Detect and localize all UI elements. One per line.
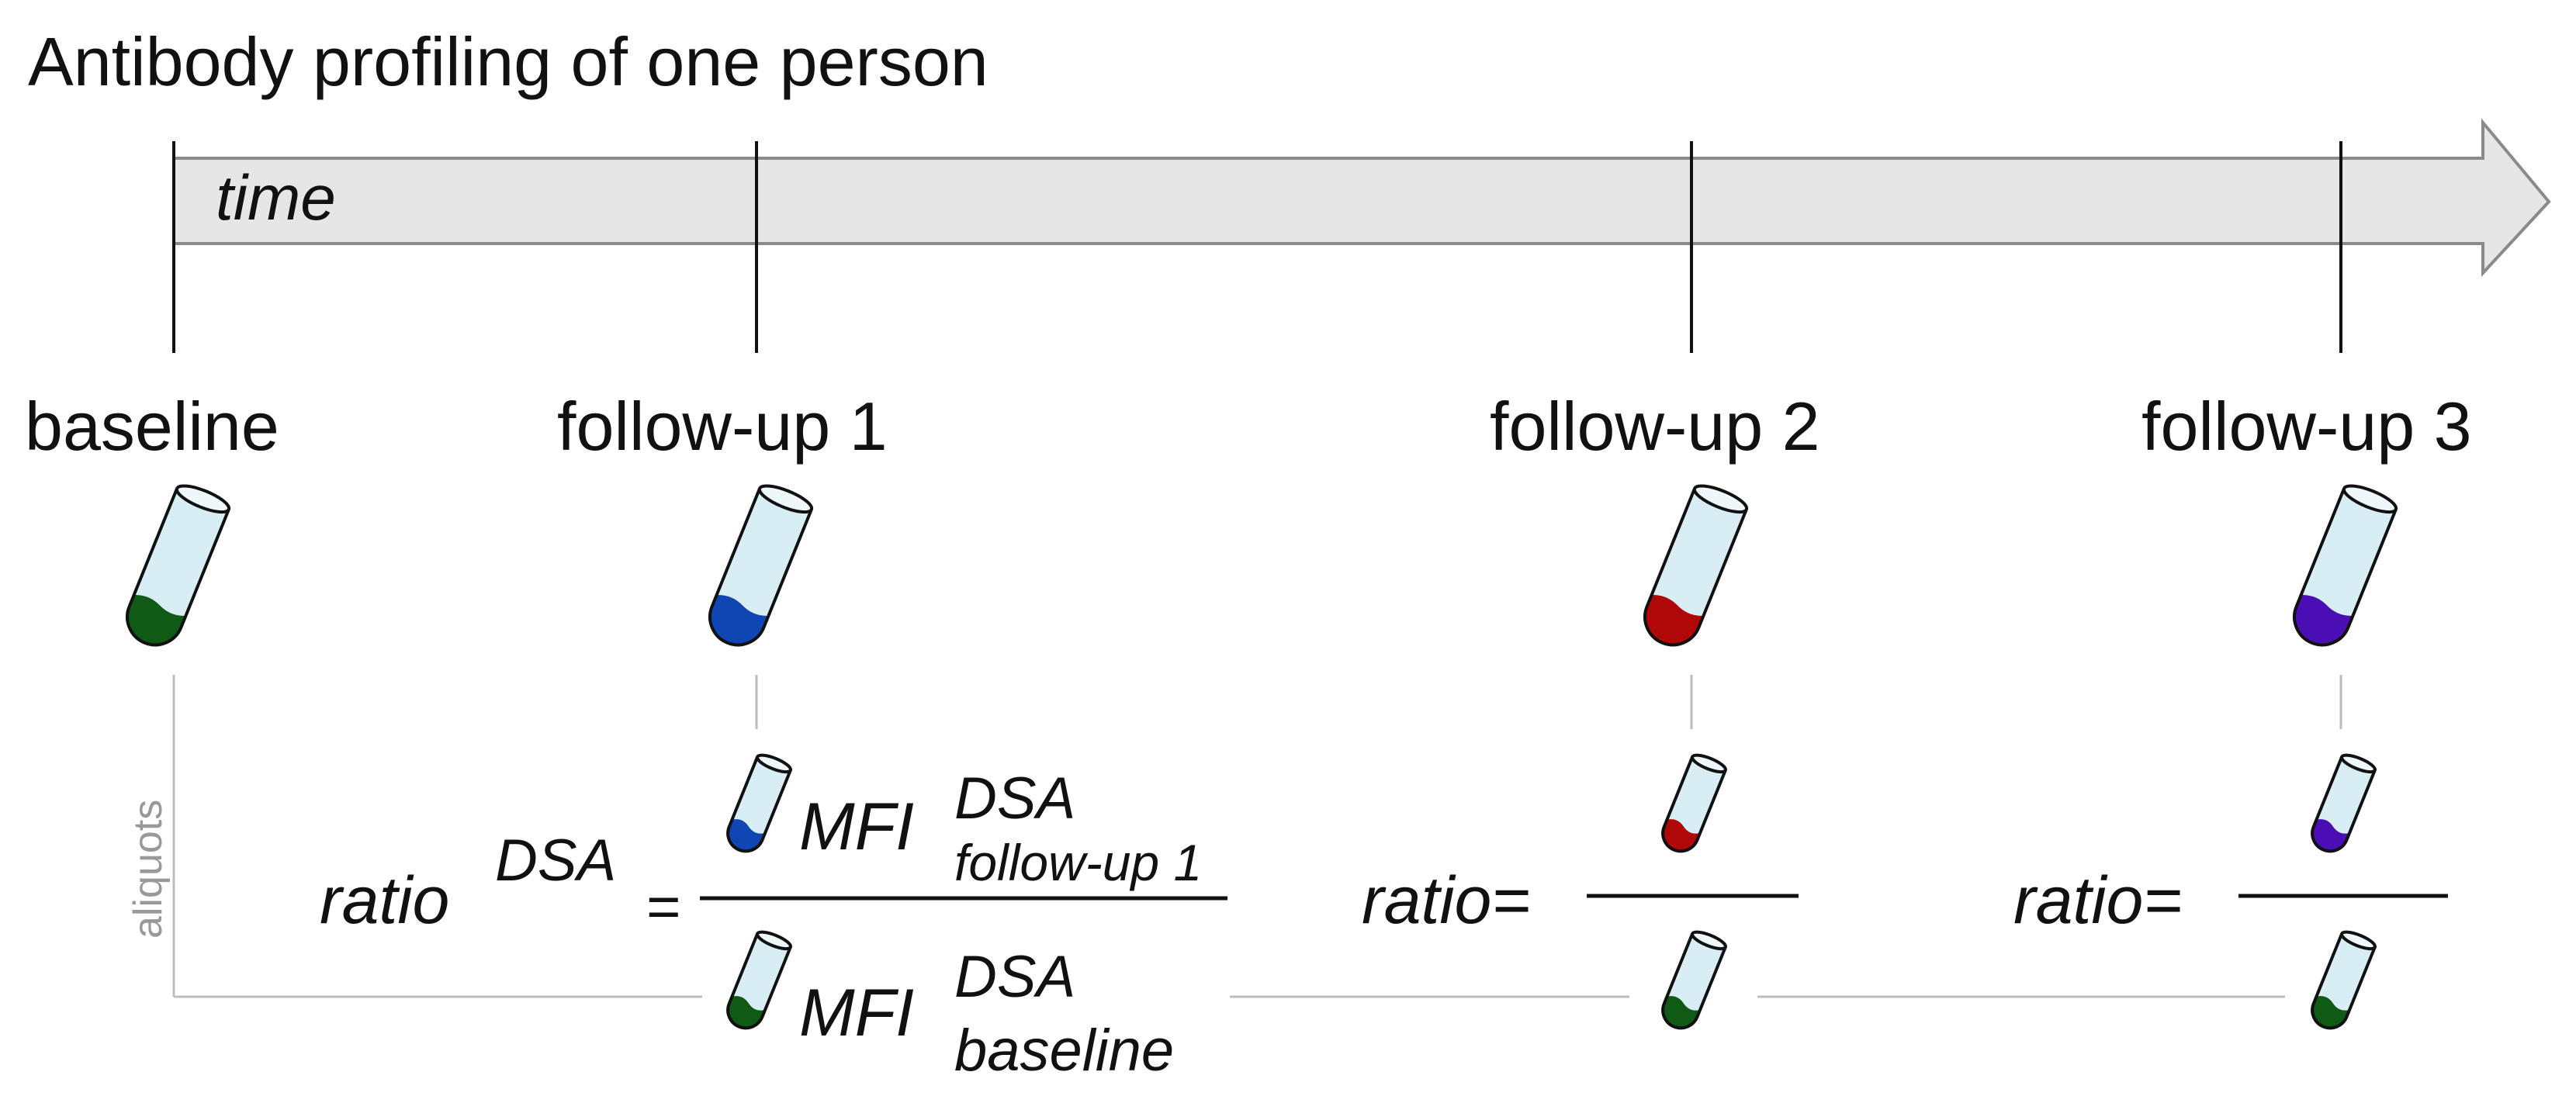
tube-follow-up-3 bbox=[2293, 484, 2398, 647]
aliquot-tube-baseline-2 bbox=[1661, 930, 1727, 1030]
ratio-equals-follow-up-3: ratio= bbox=[2013, 863, 2183, 938]
numerator-subscript: follow-up 1 bbox=[954, 834, 1202, 891]
aliquot-tube-baseline-1 bbox=[726, 930, 792, 1030]
aliquot-tube-baseline-3 bbox=[2311, 930, 2377, 1030]
diagram-title: Antibody profiling of one person bbox=[28, 23, 989, 100]
ratio-text: ratio bbox=[320, 863, 449, 938]
tube-baseline bbox=[126, 484, 231, 647]
numerator-mfi: MFI bbox=[799, 790, 914, 864]
tubes bbox=[126, 484, 2398, 1030]
time-arrow bbox=[172, 118, 2551, 278]
denominator-mfi: MFI bbox=[799, 976, 914, 1050]
tube-follow-up-2 bbox=[1643, 484, 1749, 647]
tube-follow-up-1 bbox=[708, 484, 814, 647]
aliquot-guides bbox=[172, 675, 2342, 998]
aliquot-tube-follow-up-3 bbox=[2311, 753, 2377, 853]
denominator-superscript: DSA bbox=[954, 944, 1075, 1010]
numerator-superscript: DSA bbox=[954, 766, 1075, 832]
equals-sign: = bbox=[646, 874, 680, 940]
aliquot-tube-follow-up-2 bbox=[1661, 753, 1727, 853]
timepoint-label-follow-up-2: follow-up 2 bbox=[1490, 388, 1820, 465]
denominator-subscript: baseline bbox=[954, 1018, 1174, 1084]
timepoint-label-baseline: baseline bbox=[25, 388, 279, 465]
time-label: time bbox=[216, 163, 336, 233]
timepoint-label-follow-up-1: follow-up 1 bbox=[557, 388, 888, 465]
ratio-equals-follow-up-2: ratio= bbox=[1362, 863, 1531, 938]
ratio-superscript: DSA bbox=[495, 828, 616, 894]
timepoint-label-follow-up-3: follow-up 3 bbox=[2141, 388, 2472, 465]
aliquot-tube-follow-up-1 bbox=[726, 753, 792, 853]
aliquots-label: aliquots bbox=[126, 800, 171, 939]
